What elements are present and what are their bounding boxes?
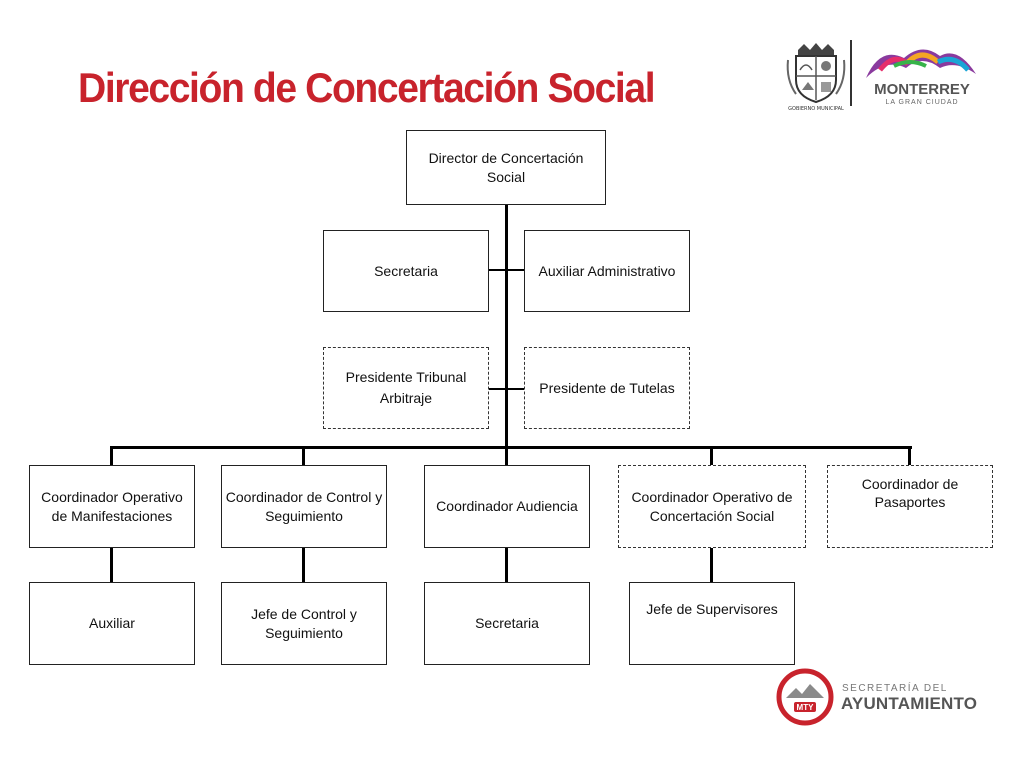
child-connector <box>110 547 113 582</box>
drop-connector <box>710 446 713 465</box>
jefe-supervisores-box: Jefe de Supervisores <box>629 582 795 665</box>
coordinators-bus <box>110 446 912 449</box>
child-connector <box>302 547 305 582</box>
child-connector <box>710 547 713 582</box>
staff-connector <box>489 269 524 271</box>
drop-connector <box>908 446 911 465</box>
secretaria-box: Secretaria <box>323 230 489 312</box>
trunk-connector <box>505 205 508 448</box>
presidente-tutelas-box: Presidente de Tutelas <box>524 347 690 429</box>
advisor-connector <box>489 388 524 390</box>
secretaria-audiencia-box: Secretaria <box>424 582 590 665</box>
jefe-control-box: Jefe de Control y Seguimiento <box>221 582 387 665</box>
logo-divider <box>850 40 852 106</box>
coordinador-audiencia-box: Coordinador Audiencia <box>424 465 590 548</box>
mty-badge-logo: MTY <box>776 668 834 726</box>
municipal-seal-text: GOBIERNO MUNICIPAL <box>788 106 844 112</box>
ayuntamiento-caption: SECRETARÍA DEL <box>842 683 948 694</box>
monterrey-tagline: LA GRAN CIUDAD <box>885 99 958 106</box>
monterrey-logo: MONTERREY LA GRAN CIUDAD <box>866 49 976 106</box>
drop-connector <box>302 446 305 465</box>
director-box: Director de Concertación Social <box>406 130 606 205</box>
auxiliar-box: Auxiliar <box>29 582 195 665</box>
presidente-tribunal-box: Presidente Tribunal Arbitraje <box>323 347 489 429</box>
municipal-seal-logo: GOBIERNO MUNICIPAL <box>786 43 846 112</box>
mty-badge-text: MTY <box>797 703 815 712</box>
coordinador-concertacion-box: Coordinador Operativo de Concertación So… <box>618 465 806 548</box>
page-title: Dirección de Concertación Social <box>78 64 656 111</box>
ayuntamiento-title: AYUNTAMIENTO <box>841 694 978 713</box>
drop-connector <box>505 446 508 465</box>
child-connector <box>505 547 508 582</box>
drop-connector <box>110 446 113 465</box>
coordinador-pasaportes-box: Coordinador de Pasaportes <box>827 465 993 548</box>
coordinador-control-box: Coordinador de Control y Seguimiento <box>221 465 387 548</box>
auxiliar-administrativo-box: Auxiliar Administrativo <box>524 230 690 312</box>
monterrey-name: MONTERREY <box>874 81 970 98</box>
coordinador-manifestaciones-box: Coordinador Operativo de Manifestaciones <box>29 465 195 548</box>
